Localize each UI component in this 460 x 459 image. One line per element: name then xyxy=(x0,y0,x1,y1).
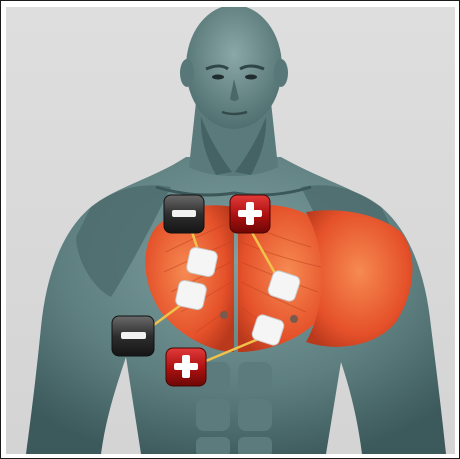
nipple-left xyxy=(220,311,228,319)
head xyxy=(186,7,282,129)
ear-left xyxy=(180,59,194,87)
connector-negative-top[interactable] xyxy=(164,195,204,233)
eye-right xyxy=(245,75,257,80)
electrode-pad-upper-left-1 xyxy=(186,246,219,277)
nipple-right-visible xyxy=(290,315,298,323)
anatomy-illustration xyxy=(6,7,455,454)
ear-right xyxy=(274,59,288,87)
connector-positive-top[interactable] xyxy=(230,195,270,233)
eye-left xyxy=(212,75,224,80)
electrode-pad-upper-left-2 xyxy=(175,279,208,310)
connector-positive-bottom[interactable] xyxy=(166,348,206,386)
anatomy-svg xyxy=(6,7,455,454)
connector-negative-bottom[interactable] xyxy=(112,316,154,356)
